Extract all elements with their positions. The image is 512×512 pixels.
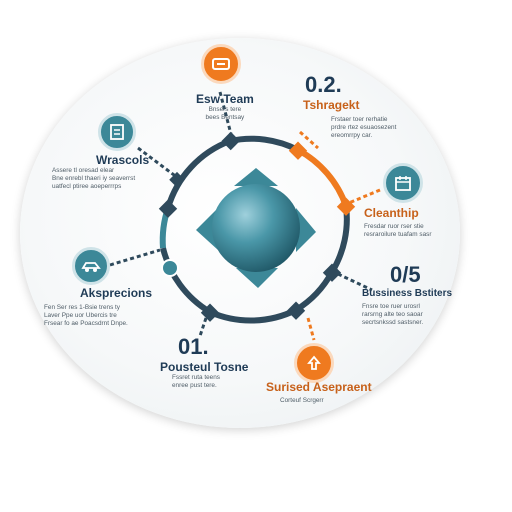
node-bottom-left: 01. Pousteul Tosne Fssret ruta teens enr… bbox=[160, 334, 248, 390]
node-bottom-left-body: Fssret ruta teens enree pust tere. bbox=[172, 374, 220, 389]
node-right-body: Fresdar ruor rser stie resraroilure tuaf… bbox=[364, 223, 432, 238]
tag-icon[interactable] bbox=[201, 44, 241, 84]
node-top-right-title: Tshragekt bbox=[303, 98, 360, 112]
node-top-left-title: Wrascols bbox=[96, 153, 150, 167]
vehicle-icon[interactable] bbox=[72, 247, 110, 285]
node-top: Esw Team Bnsers tere bees Bentsay bbox=[196, 92, 254, 122]
node-right-lower-body: Fnsre toe ruer urosrl rarsrng alte teo s… bbox=[362, 303, 424, 326]
sphere-cross-icon bbox=[196, 168, 316, 288]
document-icon[interactable] bbox=[98, 113, 136, 151]
node-bottom-left-number: 01. bbox=[178, 334, 209, 359]
ring-segment-right bbox=[329, 205, 350, 274]
node-top-title: Esw Team bbox=[196, 92, 254, 106]
ring-segment-left-lower bbox=[160, 247, 212, 315]
node-right-lower: 0/5 Bussiness Bstiters Fnsre toe ruer ur… bbox=[362, 262, 452, 327]
node-bottom-body: Corteuf Scrgerr bbox=[280, 397, 324, 404]
calendar-icon[interactable] bbox=[383, 163, 423, 203]
node-top-right: 0.2. Tshragekt Frstaer toer rerhatie prd… bbox=[303, 72, 397, 140]
node-right-title: Cleanthip bbox=[364, 206, 419, 220]
node-bottom-title: Surised Asepraent bbox=[266, 380, 372, 394]
node-top-right-number: 0.2. bbox=[305, 72, 342, 97]
ring-diamond-nodes bbox=[158, 131, 356, 322]
node-top-left-body: Assere tl oresad elear Bne enrebl thaeri… bbox=[52, 167, 136, 190]
ring-segment-bottom bbox=[208, 307, 298, 324]
node-bottom-left-title: Pousteul Tosne bbox=[160, 360, 249, 374]
node-right-lower-title: Bussiness Bstiters bbox=[362, 288, 453, 299]
node-top-right-body: Frstaer toer rerhatie prdre rtez esuaose… bbox=[331, 116, 397, 139]
node-top-body: Bnsers tere bees Bentsay bbox=[205, 106, 245, 121]
upload-icon[interactable] bbox=[294, 343, 334, 383]
ring-segment-bottom-right bbox=[294, 270, 335, 313]
node-left-title: Aksprecions bbox=[80, 286, 153, 300]
ring-segment-left bbox=[165, 138, 232, 209]
ring-segment-top bbox=[229, 135, 300, 153]
node-bottom: Surised Asepraent Corteuf Scrgerr bbox=[266, 380, 372, 405]
connector-lines bbox=[109, 91, 381, 341]
node-right-lower-number: 0/5 bbox=[390, 262, 421, 287]
ring-segment-right-orange bbox=[296, 147, 349, 208]
node-left: Aksprecions Fen Ser res 1-Bsie trens ty … bbox=[44, 286, 152, 328]
node-left-body: Fen Ser res 1-Bsie trens ty Laver Ppe uo… bbox=[44, 304, 128, 327]
node-top-left: Wrascols Assere tl oresad elear Bne enre… bbox=[52, 153, 149, 191]
node-right: Cleanthip Fresdar ruor rser stie resraro… bbox=[364, 206, 431, 239]
